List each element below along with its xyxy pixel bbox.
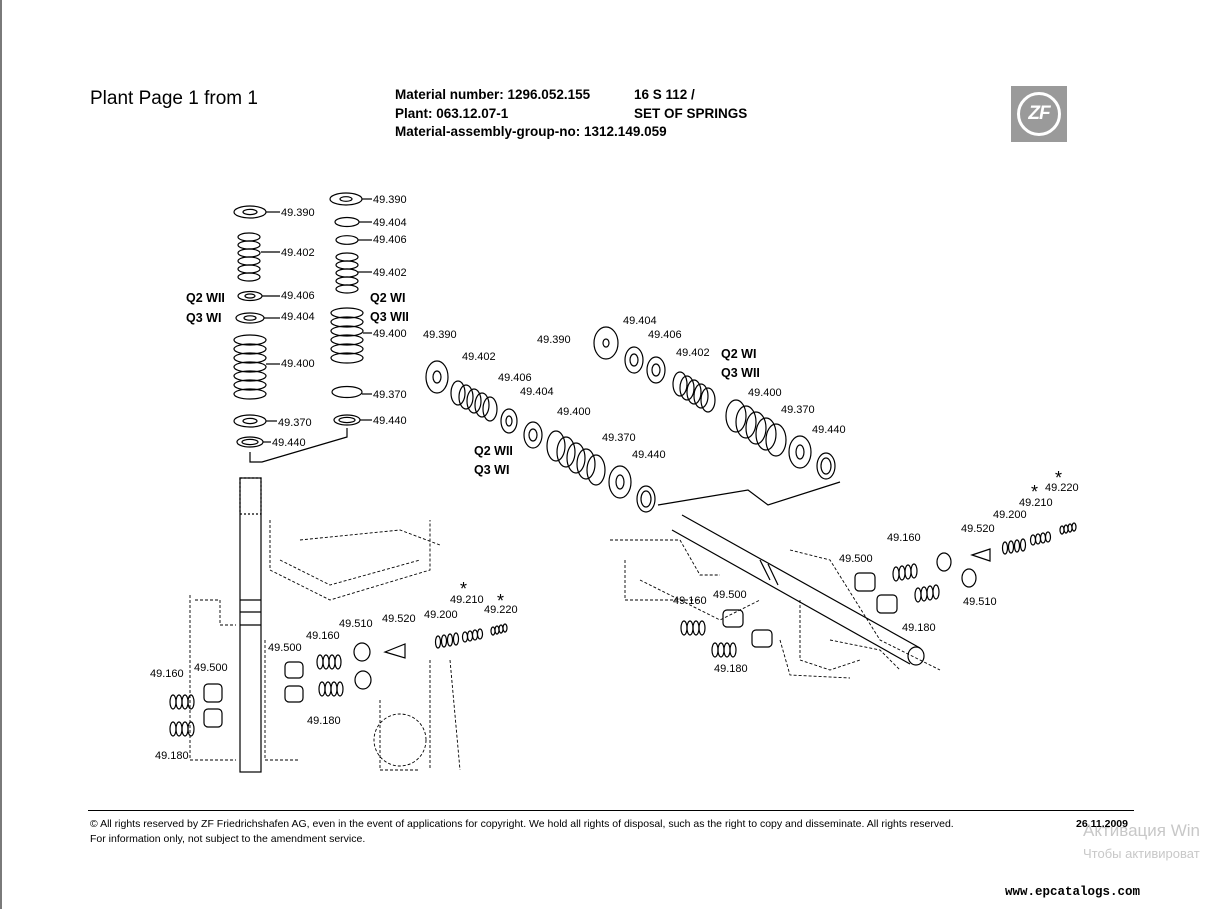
callout-49-440-b: 49.440 bbox=[373, 415, 407, 427]
callout-49-370-a: 49.370 bbox=[278, 417, 312, 429]
callout-49-400-b: 49.400 bbox=[373, 328, 407, 340]
callout-49-400-a: 49.400 bbox=[281, 358, 315, 370]
asterisk-a: * bbox=[460, 579, 467, 599]
svg-text:49.180: 49.180 bbox=[714, 663, 748, 675]
variant-q3wi-b: Q3 WI bbox=[474, 463, 509, 477]
svg-text:49.520: 49.520 bbox=[961, 523, 995, 535]
callout-49-406-a: 49.406 bbox=[281, 290, 315, 302]
svg-text:49.500: 49.500 bbox=[194, 662, 228, 674]
callout-49-400-c: 49.400 bbox=[557, 406, 591, 418]
callout-49-390-b: 49.390 bbox=[373, 194, 407, 206]
svg-text:49.180: 49.180 bbox=[307, 715, 341, 727]
variant-q2wii-a: Q2 WII bbox=[186, 291, 225, 305]
part-code: 16 S 112 / bbox=[634, 87, 695, 102]
variant-q2wi-b: Q2 WI bbox=[721, 347, 756, 361]
svg-text:49.160: 49.160 bbox=[150, 668, 184, 680]
callout-49-440-c: 49.440 bbox=[632, 449, 666, 461]
variant-q2wii-b: Q2 WII bbox=[474, 444, 513, 458]
assembly-group-number: Material-assembly-group-no: 1312.149.059 bbox=[395, 124, 667, 139]
svg-text:49.200: 49.200 bbox=[424, 609, 458, 621]
zf-logo: ZF bbox=[1011, 86, 1067, 142]
part-washer bbox=[233, 205, 267, 219]
callout-49-402-c: 49.402 bbox=[462, 351, 496, 363]
svg-text:49.160: 49.160 bbox=[306, 630, 340, 642]
svg-text:49.510: 49.510 bbox=[963, 596, 997, 608]
svg-text:49.500: 49.500 bbox=[713, 589, 747, 601]
callout-49-400-d: 49.400 bbox=[748, 387, 782, 399]
callout-49-390-c: 49.390 bbox=[423, 329, 457, 341]
asterisk-c: * bbox=[1031, 482, 1038, 502]
svg-text:49.180: 49.180 bbox=[902, 622, 936, 634]
svg-text:49.210: 49.210 bbox=[1019, 497, 1053, 509]
svg-text:49.220: 49.220 bbox=[1045, 482, 1079, 494]
variant-q3wi-a: Q3 WI bbox=[186, 311, 221, 325]
svg-text:49.220: 49.220 bbox=[484, 604, 518, 616]
callout-49-404-b: 49.404 bbox=[373, 217, 407, 229]
svg-text:49.160: 49.160 bbox=[673, 595, 707, 607]
callout-49-370-c: 49.370 bbox=[602, 432, 636, 444]
callout-49-404-a: 49.404 bbox=[281, 311, 315, 323]
callout-49-402-b: 49.402 bbox=[373, 267, 407, 279]
svg-text:49.210: 49.210 bbox=[450, 594, 484, 606]
callout-49-402-a: 49.402 bbox=[281, 247, 315, 259]
variant-q2wi-a: Q2 WI bbox=[370, 291, 405, 305]
callout-49-402-d: 49.402 bbox=[676, 347, 710, 359]
callout-49-406-b: 49.406 bbox=[373, 234, 407, 246]
callout-49-404-d: 49.404 bbox=[623, 315, 657, 327]
svg-text:49.180: 49.180 bbox=[155, 750, 189, 762]
svg-text:49.510: 49.510 bbox=[339, 618, 373, 630]
callout-49-406-c: 49.406 bbox=[498, 372, 532, 384]
material-number: Material number: 1296.052.155 bbox=[395, 87, 591, 102]
activation-watermark-line2: Чтобы активироват bbox=[1083, 846, 1200, 861]
svg-text:49.520: 49.520 bbox=[382, 613, 416, 625]
callout-49-390-d: 49.390 bbox=[537, 334, 571, 346]
svg-text:49.500: 49.500 bbox=[268, 642, 302, 654]
footer-divider bbox=[88, 810, 1134, 811]
activation-watermark-line1: Активация Win bbox=[1083, 821, 1200, 840]
info-notice: For information only, not subject to the… bbox=[90, 833, 366, 845]
callout-49-440-d: 49.440 bbox=[812, 424, 846, 436]
asterisk-d: * bbox=[1055, 468, 1062, 488]
callout-49-370-d: 49.370 bbox=[781, 404, 815, 416]
callout-49-406-d: 49.406 bbox=[648, 329, 682, 341]
svg-text:49.200: 49.200 bbox=[993, 509, 1027, 521]
variant-q3wii-a: Q3 WII bbox=[370, 310, 409, 324]
plant-number: Plant: 063.12.07-1 bbox=[395, 106, 509, 121]
svg-text:49.160: 49.160 bbox=[887, 532, 921, 544]
part-description: SET OF SPRINGS bbox=[634, 106, 748, 121]
variant-q3wii-b: Q3 WII bbox=[721, 366, 760, 380]
callout-49-440-a: 49.440 bbox=[272, 437, 306, 449]
svg-text:49.500: 49.500 bbox=[839, 553, 873, 565]
footer-date: 26.11.2009 bbox=[1076, 818, 1128, 830]
callout-49-390-a: 49.390 bbox=[281, 207, 315, 219]
copyright-notice: © All rights reserved by ZF Friedrichsha… bbox=[90, 818, 954, 830]
zf-logo-text: ZF bbox=[1028, 103, 1050, 124]
callout-49-404-c: 49.404 bbox=[520, 386, 554, 398]
callout-49-370-b: 49.370 bbox=[373, 389, 407, 401]
site-url[interactable]: www.epcatalogs.com bbox=[1005, 885, 1141, 899]
left-border bbox=[0, 0, 2, 909]
plant-page-title: Plant Page 1 from 1 bbox=[90, 88, 258, 109]
asterisk-b: * bbox=[497, 591, 504, 611]
